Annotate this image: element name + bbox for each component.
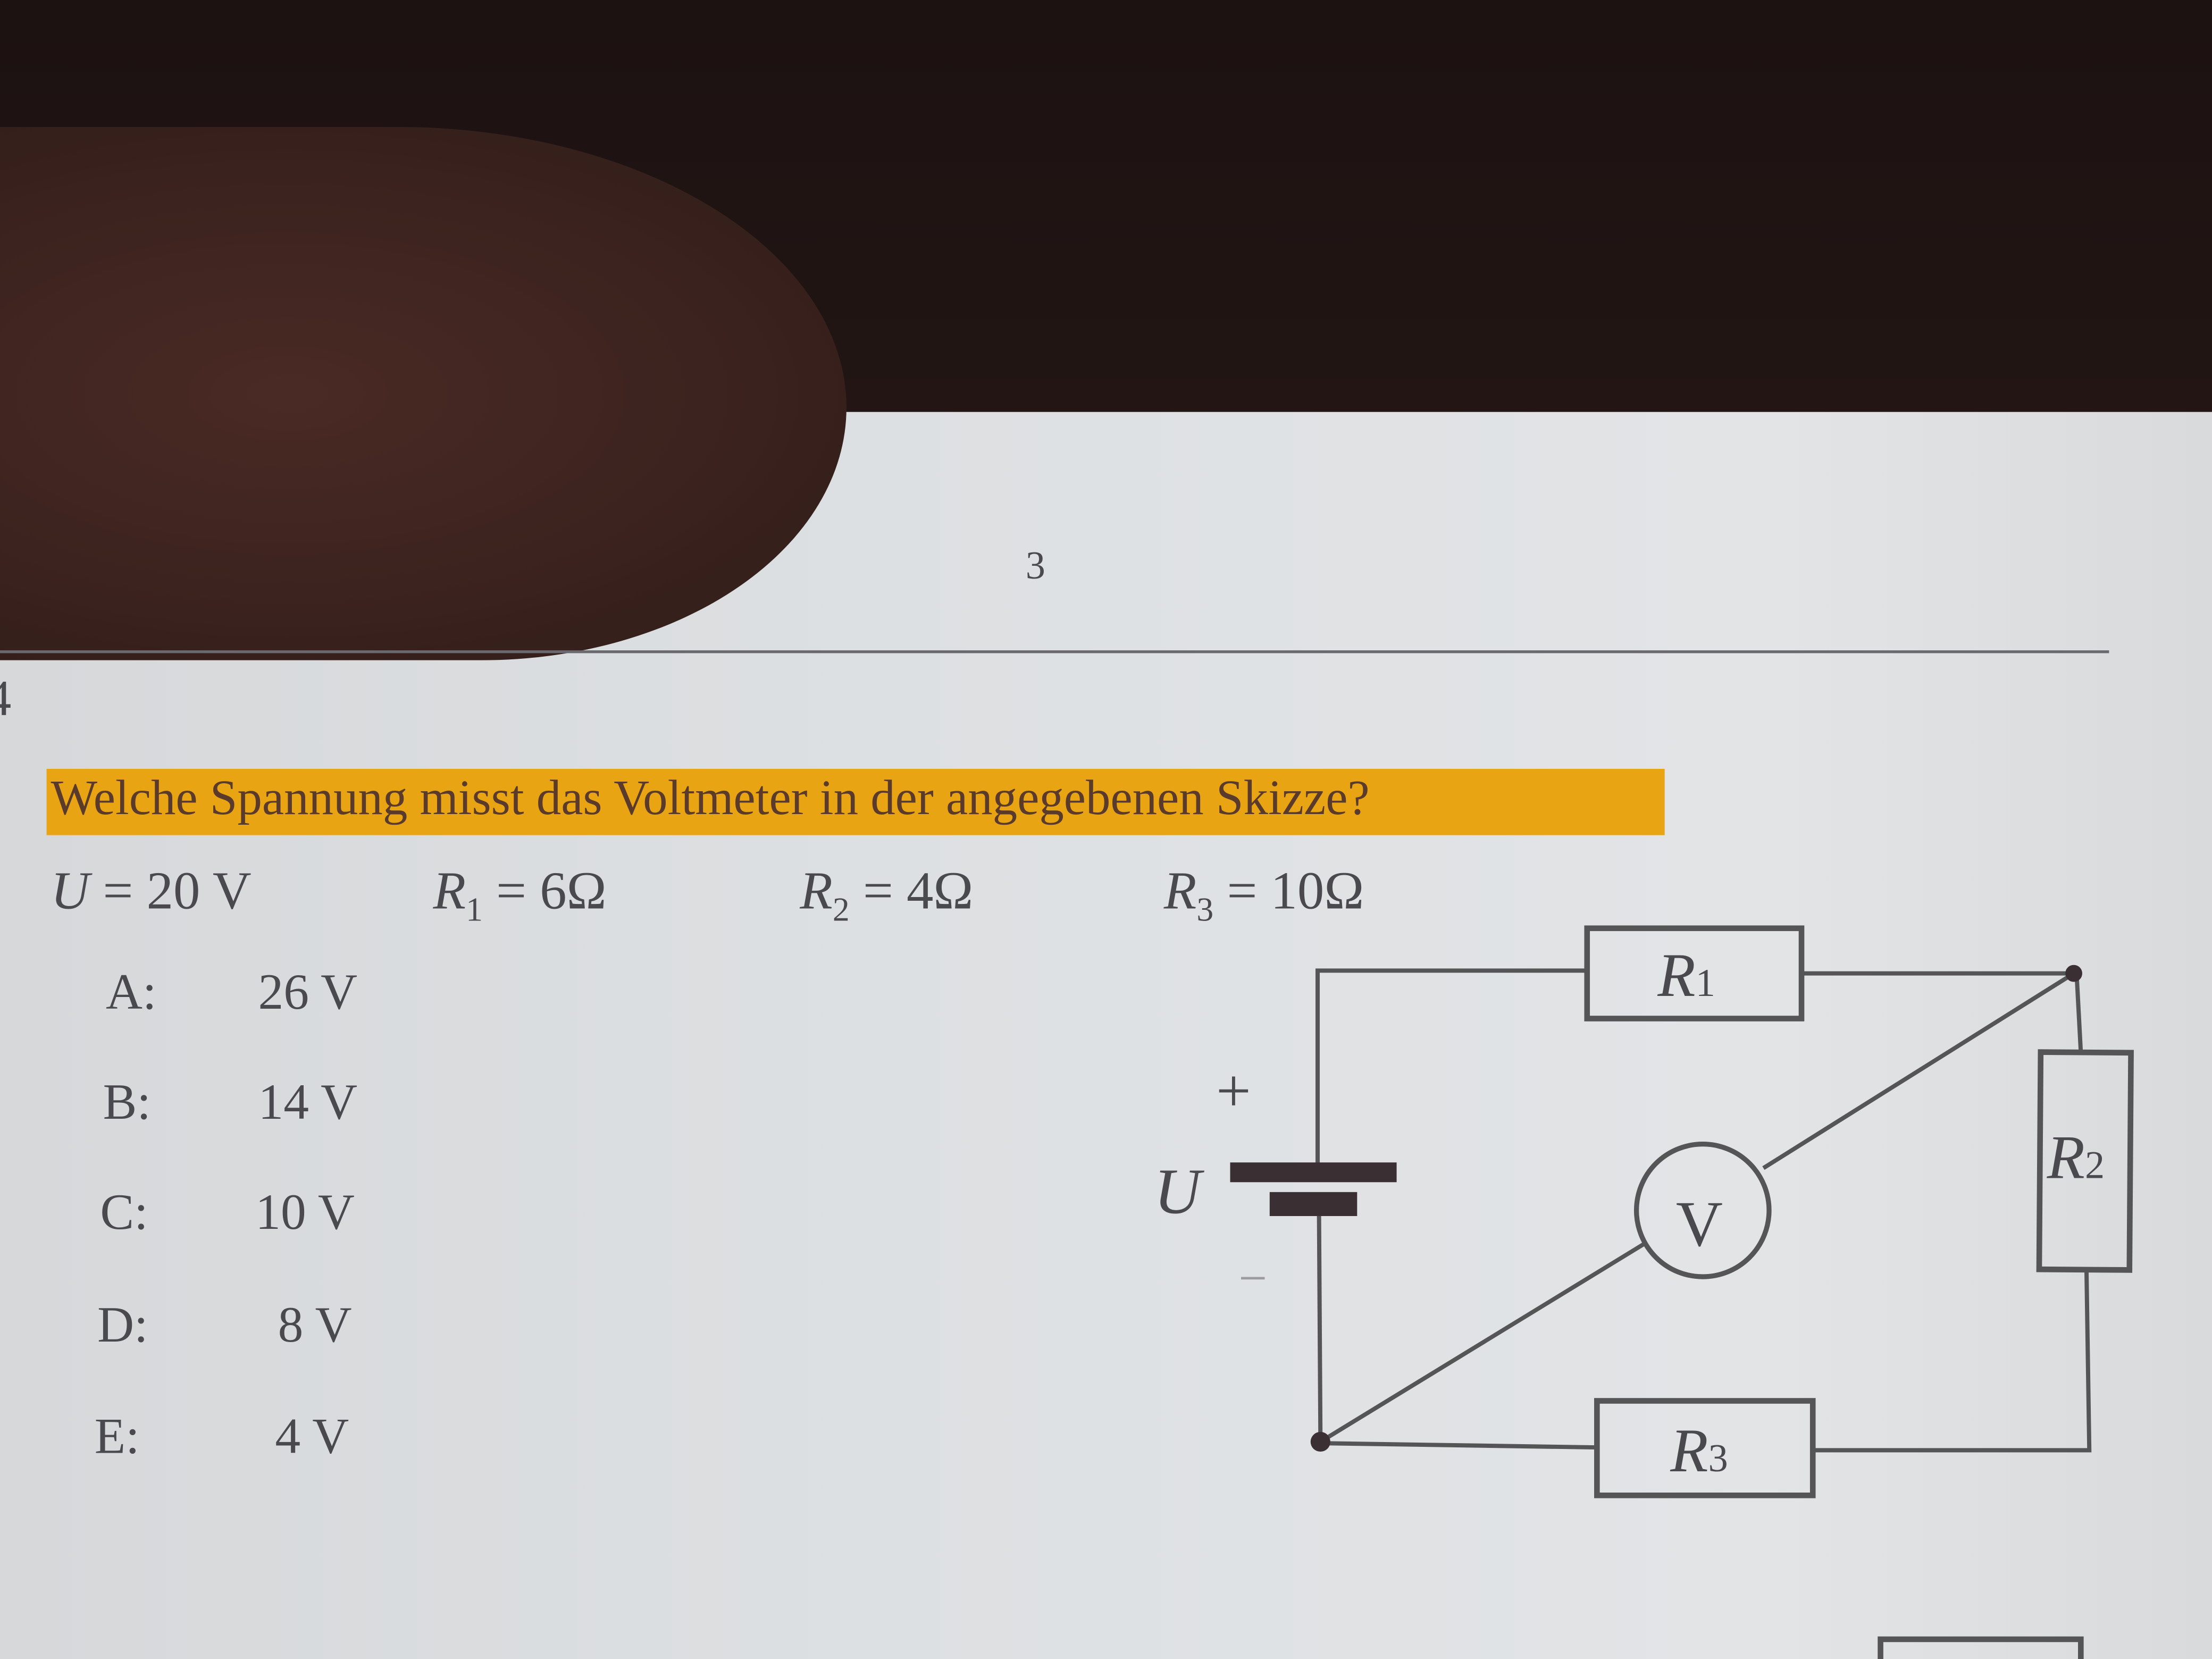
answer-b-label: B: bbox=[103, 1074, 151, 1130]
answer-b-value: 14 V bbox=[258, 1074, 358, 1130]
given-r3: R3 = 10Ω bbox=[1163, 862, 1364, 929]
answer-c-label: C: bbox=[100, 1183, 148, 1241]
given-r1: R1 = 6Ω bbox=[433, 862, 607, 929]
plus-sign: + bbox=[1216, 1057, 1251, 1126]
finger-shadow bbox=[0, 127, 847, 660]
answer-e-label: E: bbox=[94, 1407, 140, 1464]
next-box-edge bbox=[1878, 1636, 2084, 1659]
resistor-r3 bbox=[1594, 1398, 1816, 1498]
node-top-right bbox=[2065, 965, 2082, 982]
answer-d-value: 8 V bbox=[278, 1296, 352, 1353]
answer-d-label: D: bbox=[97, 1296, 148, 1353]
wire-top-left bbox=[1316, 968, 1587, 1174]
battery-short-plate bbox=[1269, 1192, 1358, 1216]
voltmeter bbox=[1633, 1142, 1772, 1279]
highlight bbox=[46, 768, 1665, 835]
answer-c-value: 10 V bbox=[255, 1183, 355, 1241]
resistor-r1 bbox=[1584, 925, 1805, 1021]
question-number: 4 bbox=[0, 669, 11, 728]
given-u: U = 20 V bbox=[51, 862, 252, 921]
answer-a-label: A: bbox=[105, 963, 157, 1020]
source-label: U bbox=[1154, 1156, 1204, 1228]
answer-e-value: 4 V bbox=[275, 1407, 349, 1464]
voltmeter-label: V bbox=[1676, 1188, 1723, 1260]
minus-sign: − bbox=[1238, 1250, 1267, 1306]
r3-label: R3 bbox=[1670, 1417, 1728, 1485]
r2-label: R2 bbox=[2047, 1123, 2105, 1192]
r1-label: R1 bbox=[1657, 941, 1715, 1010]
wire-left-lower bbox=[1317, 1216, 1323, 1442]
wire-bottom-left bbox=[1320, 1441, 1597, 1450]
given-r2: R2 = 4Ω bbox=[800, 862, 974, 929]
battery-long-plate bbox=[1230, 1162, 1397, 1183]
resistor-r2 bbox=[2036, 1049, 2134, 1273]
wire-meter-upper bbox=[1762, 971, 2075, 1170]
page-number: 3 bbox=[1025, 544, 1045, 589]
answer-a-value: 26 V bbox=[258, 963, 358, 1020]
node-bottom-left bbox=[1310, 1431, 1330, 1452]
question-text: Welche Spannung misst das Voltmeter in d… bbox=[51, 770, 1370, 826]
divider bbox=[0, 650, 2109, 653]
wire-meter-lower bbox=[1319, 1242, 1645, 1444]
wire-right-bottom bbox=[1813, 1269, 2092, 1453]
wire-r2-top bbox=[2074, 973, 2083, 1053]
